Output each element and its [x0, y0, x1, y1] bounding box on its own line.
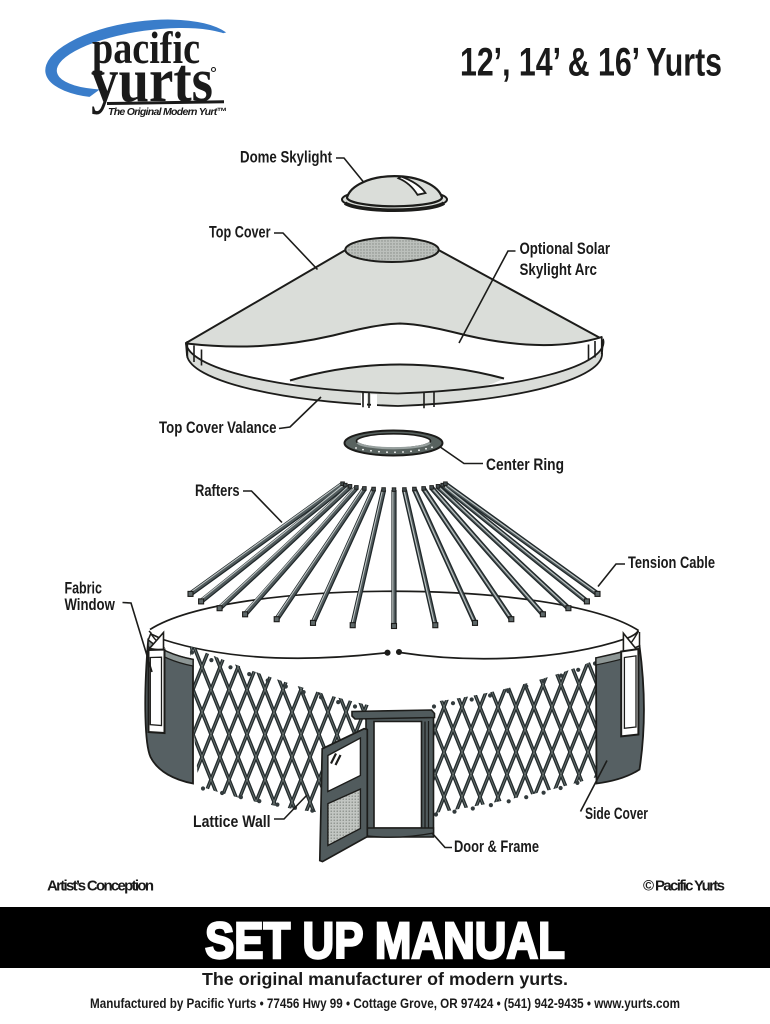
svg-text:The Original Modern Yurt™: The Original Modern Yurt™: [108, 106, 227, 118]
svg-text:Skylight Arc: Skylight Arc: [520, 260, 598, 279]
svg-text:The original manufacturer of m: The original manufacturer of modern yurt…: [202, 969, 568, 989]
svg-text:Window: Window: [65, 595, 116, 614]
svg-text:© Pacific Yurts: © Pacific Yurts: [643, 878, 725, 895]
svg-text:Door & Frame: Door & Frame: [454, 837, 539, 856]
svg-text:SET UP MANUAL: SET UP MANUAL: [205, 912, 565, 969]
svg-text:Tension Cable: Tension Cable: [628, 553, 715, 572]
svg-text:pacific: pacific: [92, 22, 200, 73]
svg-text:12’, 14’ & 16’ Yurts: 12’, 14’ & 16’ Yurts: [460, 41, 722, 85]
svg-text:Side Cover: Side Cover: [585, 804, 648, 823]
svg-text:Lattice Wall: Lattice Wall: [193, 812, 271, 831]
svg-text:Top Cover Valance: Top Cover Valance: [159, 418, 277, 437]
svg-text:Rafters: Rafters: [195, 481, 240, 500]
svg-text:Fabric: Fabric: [65, 579, 102, 598]
svg-text:Manufactured by Pacific Yurts: Manufactured by Pacific Yurts • 77456 Hw…: [90, 996, 680, 1011]
svg-text:Dome Skylight: Dome Skylight: [240, 148, 332, 167]
svg-text:Artist’s Conception: Artist’s Conception: [47, 878, 154, 895]
svg-text:Optional Solar: Optional Solar: [520, 239, 611, 258]
svg-text:Center Ring: Center Ring: [486, 455, 564, 474]
svg-text:Top Cover: Top Cover: [209, 223, 271, 242]
